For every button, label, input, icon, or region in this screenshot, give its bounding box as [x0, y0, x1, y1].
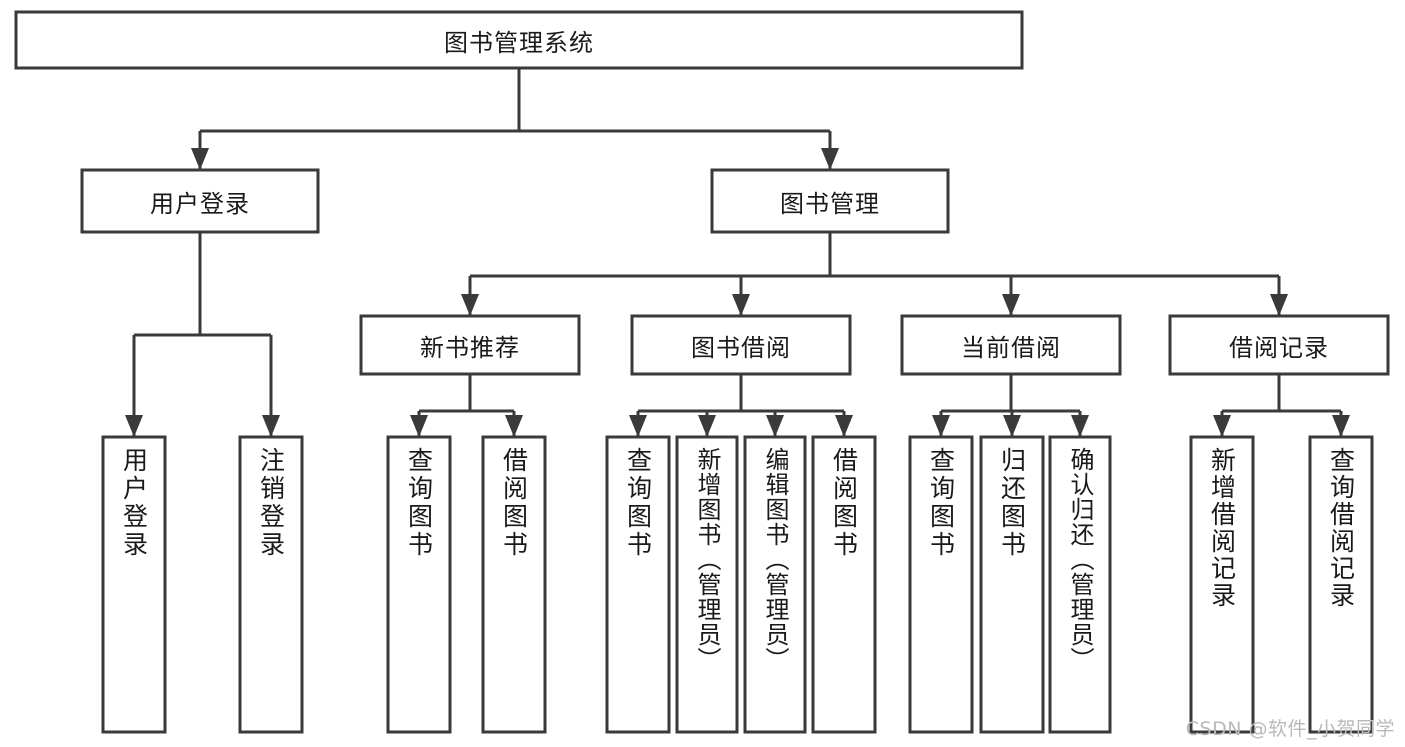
arrow-head-icon	[1003, 415, 1021, 437]
arrow-head-icon	[1270, 294, 1288, 316]
node-box-level2-0[interactable]	[80, 168, 320, 234]
node-box-leaf-10[interactable]	[1048, 435, 1112, 734]
arrow-head-icon	[505, 415, 523, 437]
arrow-head-icon	[262, 415, 280, 437]
node-box-level2-1[interactable]	[710, 168, 950, 234]
node-box-leaf-4[interactable]	[605, 435, 671, 734]
arrow-head-icon	[125, 415, 143, 437]
node-box-leaf-0[interactable]	[101, 435, 167, 734]
node-box-level3-0[interactable]	[359, 314, 581, 376]
node-box-leaf-11[interactable]	[1189, 435, 1255, 734]
arrow-head-icon	[821, 148, 839, 170]
arrow-head-icon	[732, 294, 750, 316]
watermark-credit: CSDN @软件_小贺同学	[1185, 718, 1395, 740]
arrow-head-icon	[191, 148, 209, 170]
arrow-head-icon	[461, 294, 479, 316]
node-box-leaf-12[interactable]	[1308, 435, 1374, 734]
arrow-head-icon	[1002, 294, 1020, 316]
node-box-leaf-8[interactable]	[908, 435, 974, 734]
node-box-leaf-3[interactable]	[481, 435, 547, 734]
arrow-head-icon	[1071, 415, 1089, 437]
node-box-leaf-6[interactable]	[743, 435, 807, 734]
arrow-head-icon	[629, 415, 647, 437]
node-box-leaf-7[interactable]	[811, 435, 877, 734]
node-box-root[interactable]	[14, 10, 1024, 70]
node-box-level3-3[interactable]	[1168, 314, 1390, 376]
arrow-head-icon	[1213, 415, 1231, 437]
node-box-level3-1[interactable]	[630, 314, 852, 376]
node-box-layer	[14, 10, 1390, 734]
node-box-leaf-5[interactable]	[675, 435, 739, 734]
connector-layer	[125, 68, 1350, 437]
arrow-head-icon	[410, 415, 428, 437]
arrow-head-icon	[932, 415, 950, 437]
node-box-leaf-9[interactable]	[979, 435, 1045, 734]
arrow-head-icon	[698, 415, 716, 437]
node-box-leaf-2[interactable]	[386, 435, 452, 734]
arrow-head-icon	[835, 415, 853, 437]
node-box-leaf-1[interactable]	[238, 435, 304, 734]
arrow-head-icon	[766, 415, 784, 437]
arrow-head-icon	[1332, 415, 1350, 437]
node-box-level3-2[interactable]	[900, 314, 1122, 376]
